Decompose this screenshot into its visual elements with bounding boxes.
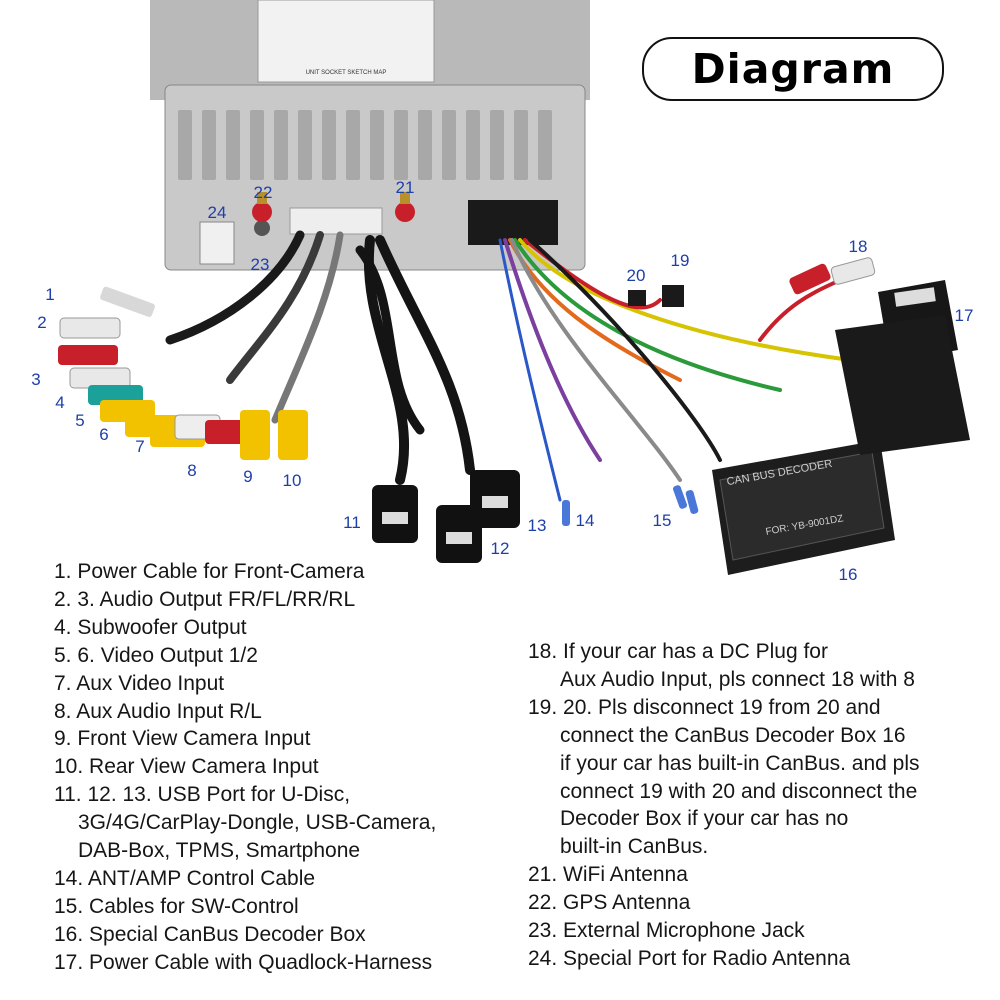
callout-20: 20 [627, 266, 646, 285]
callout-10: 10 [283, 471, 302, 490]
legend-item-4: 4. Subwoofer Output [54, 615, 247, 639]
callout-2: 2 [37, 313, 46, 332]
legend-left: 1. Power Cable for Front-Camera 2. 3. Au… [54, 558, 436, 977]
callout-24: 24 [208, 203, 227, 222]
legend-item-19-20-cont-1: connect the CanBus Decoder Box 16 [560, 723, 906, 747]
legend-right: 18. If your car has a DC Plug for Aux Au… [528, 638, 920, 973]
legend-item-10: 10. Rear View Camera Input [54, 755, 319, 779]
callout-13: 13 [528, 516, 547, 535]
callout-22: 22 [254, 183, 273, 202]
legend-item-11-13-cont-1: 3G/4G/CarPlay-Dongle, USB-Camera, [78, 811, 437, 835]
callout-15: 15 [653, 511, 672, 530]
legend-item-23: 23. External Microphone Jack [528, 919, 805, 943]
callout-5: 5 [75, 411, 84, 430]
usb-connectors [372, 470, 520, 563]
wiring-illustration: UNIT SOCKET SKETCH MAP [31, 0, 973, 584]
callout-17: 17 [955, 306, 974, 325]
legend-item-1: 1. Power Cable for Front-Camera [54, 560, 365, 583]
wire-terminals [562, 485, 699, 526]
diagram-title-box: Diagram [642, 37, 944, 101]
callout-3: 3 [31, 370, 40, 389]
legend-item-7: 7. Aux Video Input [54, 671, 225, 695]
callout-6: 6 [99, 425, 108, 444]
legend-item-21: 21. WiFi Antenna [528, 863, 688, 887]
legend-item-22: 22. GPS Antenna [528, 891, 691, 915]
callout-4: 4 [55, 393, 64, 412]
callout-16: 16 [839, 565, 858, 584]
rca-connectors [58, 286, 308, 460]
callout-7: 7 [135, 437, 144, 456]
legend-item-14: 14. ANT/AMP Control Cable [54, 866, 316, 890]
callout-9: 9 [243, 467, 252, 486]
legend-item-5-6: 5. 6. Video Output 1/2 [54, 643, 258, 667]
legend-item-24: 24. Special Port for Radio Antenna [528, 946, 851, 970]
legend-item-18: 18. If your car has a DC Plug for [528, 640, 828, 663]
canbus-bypass-connectors [628, 285, 684, 307]
legend-item-19-20-cont-2: if your car has built-in CanBus. and pls [560, 751, 920, 775]
legend-item-19-20: 19. 20. Pls disconnect 19 from 20 and [528, 695, 881, 719]
dc-plug-rca-pair [789, 257, 876, 295]
canbus-decoder-box: CAN BUS DECODER FOR: YB-9001DZ [712, 440, 895, 575]
legend-item-11-13: 11. 12. 13. USB Port for U-Disc, [54, 783, 351, 807]
callout-12: 12 [491, 539, 510, 558]
legend-item-19-20-cont-4: Decoder Box if your car has no [560, 807, 849, 831]
legend-item-18-cont: Aux Audio Input, pls connect 18 with 8 [560, 667, 915, 691]
callout-18: 18 [849, 237, 868, 256]
callout-8: 8 [187, 461, 196, 480]
legend-item-19-20-cont-3: connect 19 with 20 and disconnect the [560, 779, 918, 803]
head-unit-back: UNIT SOCKET SKETCH MAP [150, 0, 590, 271]
back-sticker-text: UNIT SOCKET SKETCH MAP [306, 70, 387, 76]
legend-item-8: 8. Aux Audio Input R/L [54, 699, 262, 723]
legend-item-2-3: 2. 3. Audio Output FR/FL/RR/RL [54, 587, 356, 611]
callout-11: 11 [343, 513, 361, 532]
quadlock-harness [835, 280, 970, 455]
diagram-title: Diagram [691, 45, 895, 93]
legend-item-16: 16. Special CanBus Decoder Box [54, 922, 366, 946]
legend-item-17: 17. Power Cable with Quadlock-Harness [54, 950, 433, 974]
callout-21: 21 [396, 178, 415, 197]
callout-14: 14 [576, 511, 595, 530]
legend-item-9: 9. Front View Camera Input [54, 727, 311, 751]
legend-item-11-13-cont-2: DAB-Box, TPMS, Smartphone [78, 839, 361, 863]
callout-19: 19 [671, 251, 690, 270]
callout-23: 23 [251, 255, 270, 274]
cable-harness [165, 230, 852, 502]
callout-1: 1 [45, 285, 54, 304]
legend-item-19-20-cont-5: built-in CanBus. [560, 835, 709, 859]
legend-item-15: 15. Cables for SW-Control [54, 894, 299, 918]
